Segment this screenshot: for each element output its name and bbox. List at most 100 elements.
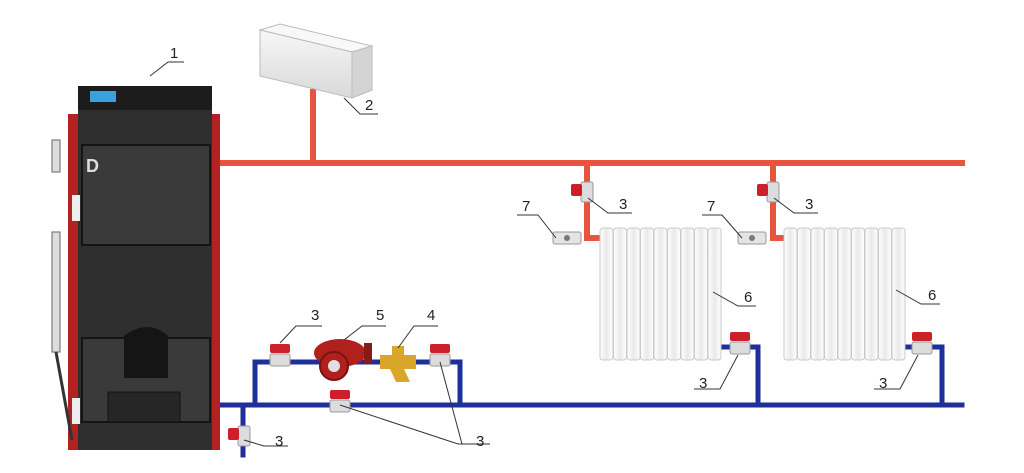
- leader-valve-drain: [243, 439, 288, 447]
- valve-body: [729, 341, 751, 355]
- valve-handle: [912, 332, 932, 341]
- leader-vent-1: [517, 214, 557, 239]
- radiator-section: [640, 227, 654, 361]
- valve-body: [766, 181, 780, 203]
- leader-valve-supply-2: [773, 197, 818, 214]
- valve-body: [329, 399, 351, 413]
- radiator-section: [891, 227, 906, 361]
- radiator-section: [837, 227, 852, 361]
- valve-handle: [571, 184, 582, 196]
- label-filter: 4: [427, 307, 435, 324]
- pump-center-cap: [328, 360, 340, 372]
- label-valve-return-radiator-2: 3: [879, 375, 887, 392]
- leader-bypass-b: [439, 361, 463, 445]
- label-radiator-2: 6: [928, 287, 936, 304]
- radiator-section: [599, 227, 614, 361]
- air-vent-2: [737, 231, 767, 245]
- valve-bypass-bottom: [329, 390, 351, 413]
- radiator-section: [626, 227, 641, 361]
- boiler-lever-rod: [54, 351, 74, 441]
- leader-filter: [397, 325, 438, 349]
- vent-screw: [564, 235, 570, 241]
- label-valve-supply-radiator-2: 3: [805, 196, 813, 213]
- valve-return-radiator-2: [911, 332, 933, 355]
- leader-valve-supply-1: [587, 197, 632, 214]
- filter-cap: [392, 346, 404, 356]
- circulation-pump: [314, 339, 372, 381]
- valve-body: [237, 425, 251, 447]
- leader-radiator-1: [712, 291, 756, 307]
- label-boiler: 1: [170, 45, 178, 62]
- boiler-display: [90, 91, 116, 102]
- valve-supply-radiator-1: [571, 181, 594, 203]
- radiator-section: [824, 227, 838, 361]
- radiator-2: [783, 227, 906, 361]
- radiator-section: [878, 227, 892, 361]
- leader-bypass-a: [339, 404, 490, 445]
- mesh-filter: [380, 346, 416, 382]
- radiators: [599, 227, 906, 361]
- boiler-door-hinge-lower: [72, 398, 80, 424]
- boiler-ash-door: [107, 391, 181, 423]
- radiator-section: [694, 227, 708, 361]
- return-riser-radiator-2: [901, 344, 945, 408]
- valve-handle: [270, 344, 290, 353]
- leader-pump: [343, 325, 386, 341]
- radiator-section: [810, 227, 825, 361]
- vent-screw: [749, 235, 755, 241]
- callout-labels: 1 2 3 3 3 3 3 3 3 4 5 6 6 7 7: [170, 45, 936, 450]
- pump-terminal-box: [364, 343, 372, 363]
- valve-handle: [757, 184, 768, 196]
- leader-tank: [343, 97, 378, 115]
- boiler-thermometer: [51, 139, 61, 173]
- leader-valve-return-1: [694, 354, 739, 390]
- label-radiator-1: 6: [744, 289, 752, 306]
- radiator-section: [707, 227, 722, 361]
- boiler-door-hinge-upper: [72, 195, 80, 221]
- boiler-lever-handle: [51, 231, 61, 353]
- filter-sump: [390, 369, 410, 382]
- boiler-burner-fan: [124, 327, 168, 378]
- valve-body: [269, 353, 291, 367]
- valve-body: [911, 341, 933, 355]
- leader-valve-pump-inlet: [279, 325, 322, 344]
- solid-fuel-boiler: D: [51, 86, 220, 450]
- label-air-vent-1: 7: [522, 198, 530, 215]
- air-vents: [552, 231, 767, 245]
- expansion-tank: [258, 23, 374, 99]
- leader-boiler: [149, 61, 184, 77]
- label-valve-bypass-group: 3: [476, 433, 484, 450]
- radiator-section: [851, 227, 865, 361]
- label-circulation-pump: 5: [376, 307, 384, 324]
- radiator-section: [667, 227, 681, 361]
- label-valve-drain: 3: [275, 433, 283, 450]
- valve-return-radiator-1: [729, 332, 751, 355]
- valve-bypass-right: [429, 344, 451, 367]
- radiator-1: [599, 227, 722, 361]
- label-expansion-tank: 2: [365, 97, 373, 114]
- label-valve-return-radiator-1: 3: [699, 375, 707, 392]
- radiator-section: [864, 227, 879, 361]
- radiator-section: [613, 227, 627, 361]
- label-valve-supply-radiator-1: 3: [619, 196, 627, 213]
- radiator-section: [783, 227, 798, 361]
- label-valve-pump-inlet: 3: [311, 307, 319, 324]
- valve-handle: [228, 428, 239, 440]
- boiler-upper-door: [81, 144, 211, 246]
- valve-body: [429, 353, 451, 367]
- pump-bypass-loop: [252, 359, 463, 408]
- radiator-section: [653, 227, 668, 361]
- leader-valve-return-2: [874, 354, 919, 390]
- valve-handle: [330, 390, 350, 399]
- radiator-section: [797, 227, 811, 361]
- filter-body: [380, 355, 416, 369]
- tank-side: [351, 45, 373, 99]
- label-air-vent-2: 7: [707, 198, 715, 215]
- valve-handle: [730, 332, 750, 341]
- boiler-logo: D: [86, 156, 99, 176]
- air-vent-1: [552, 231, 582, 245]
- valve-supply-radiator-2: [757, 181, 780, 203]
- callout-leaders: [149, 61, 940, 447]
- radiator-section: [680, 227, 695, 361]
